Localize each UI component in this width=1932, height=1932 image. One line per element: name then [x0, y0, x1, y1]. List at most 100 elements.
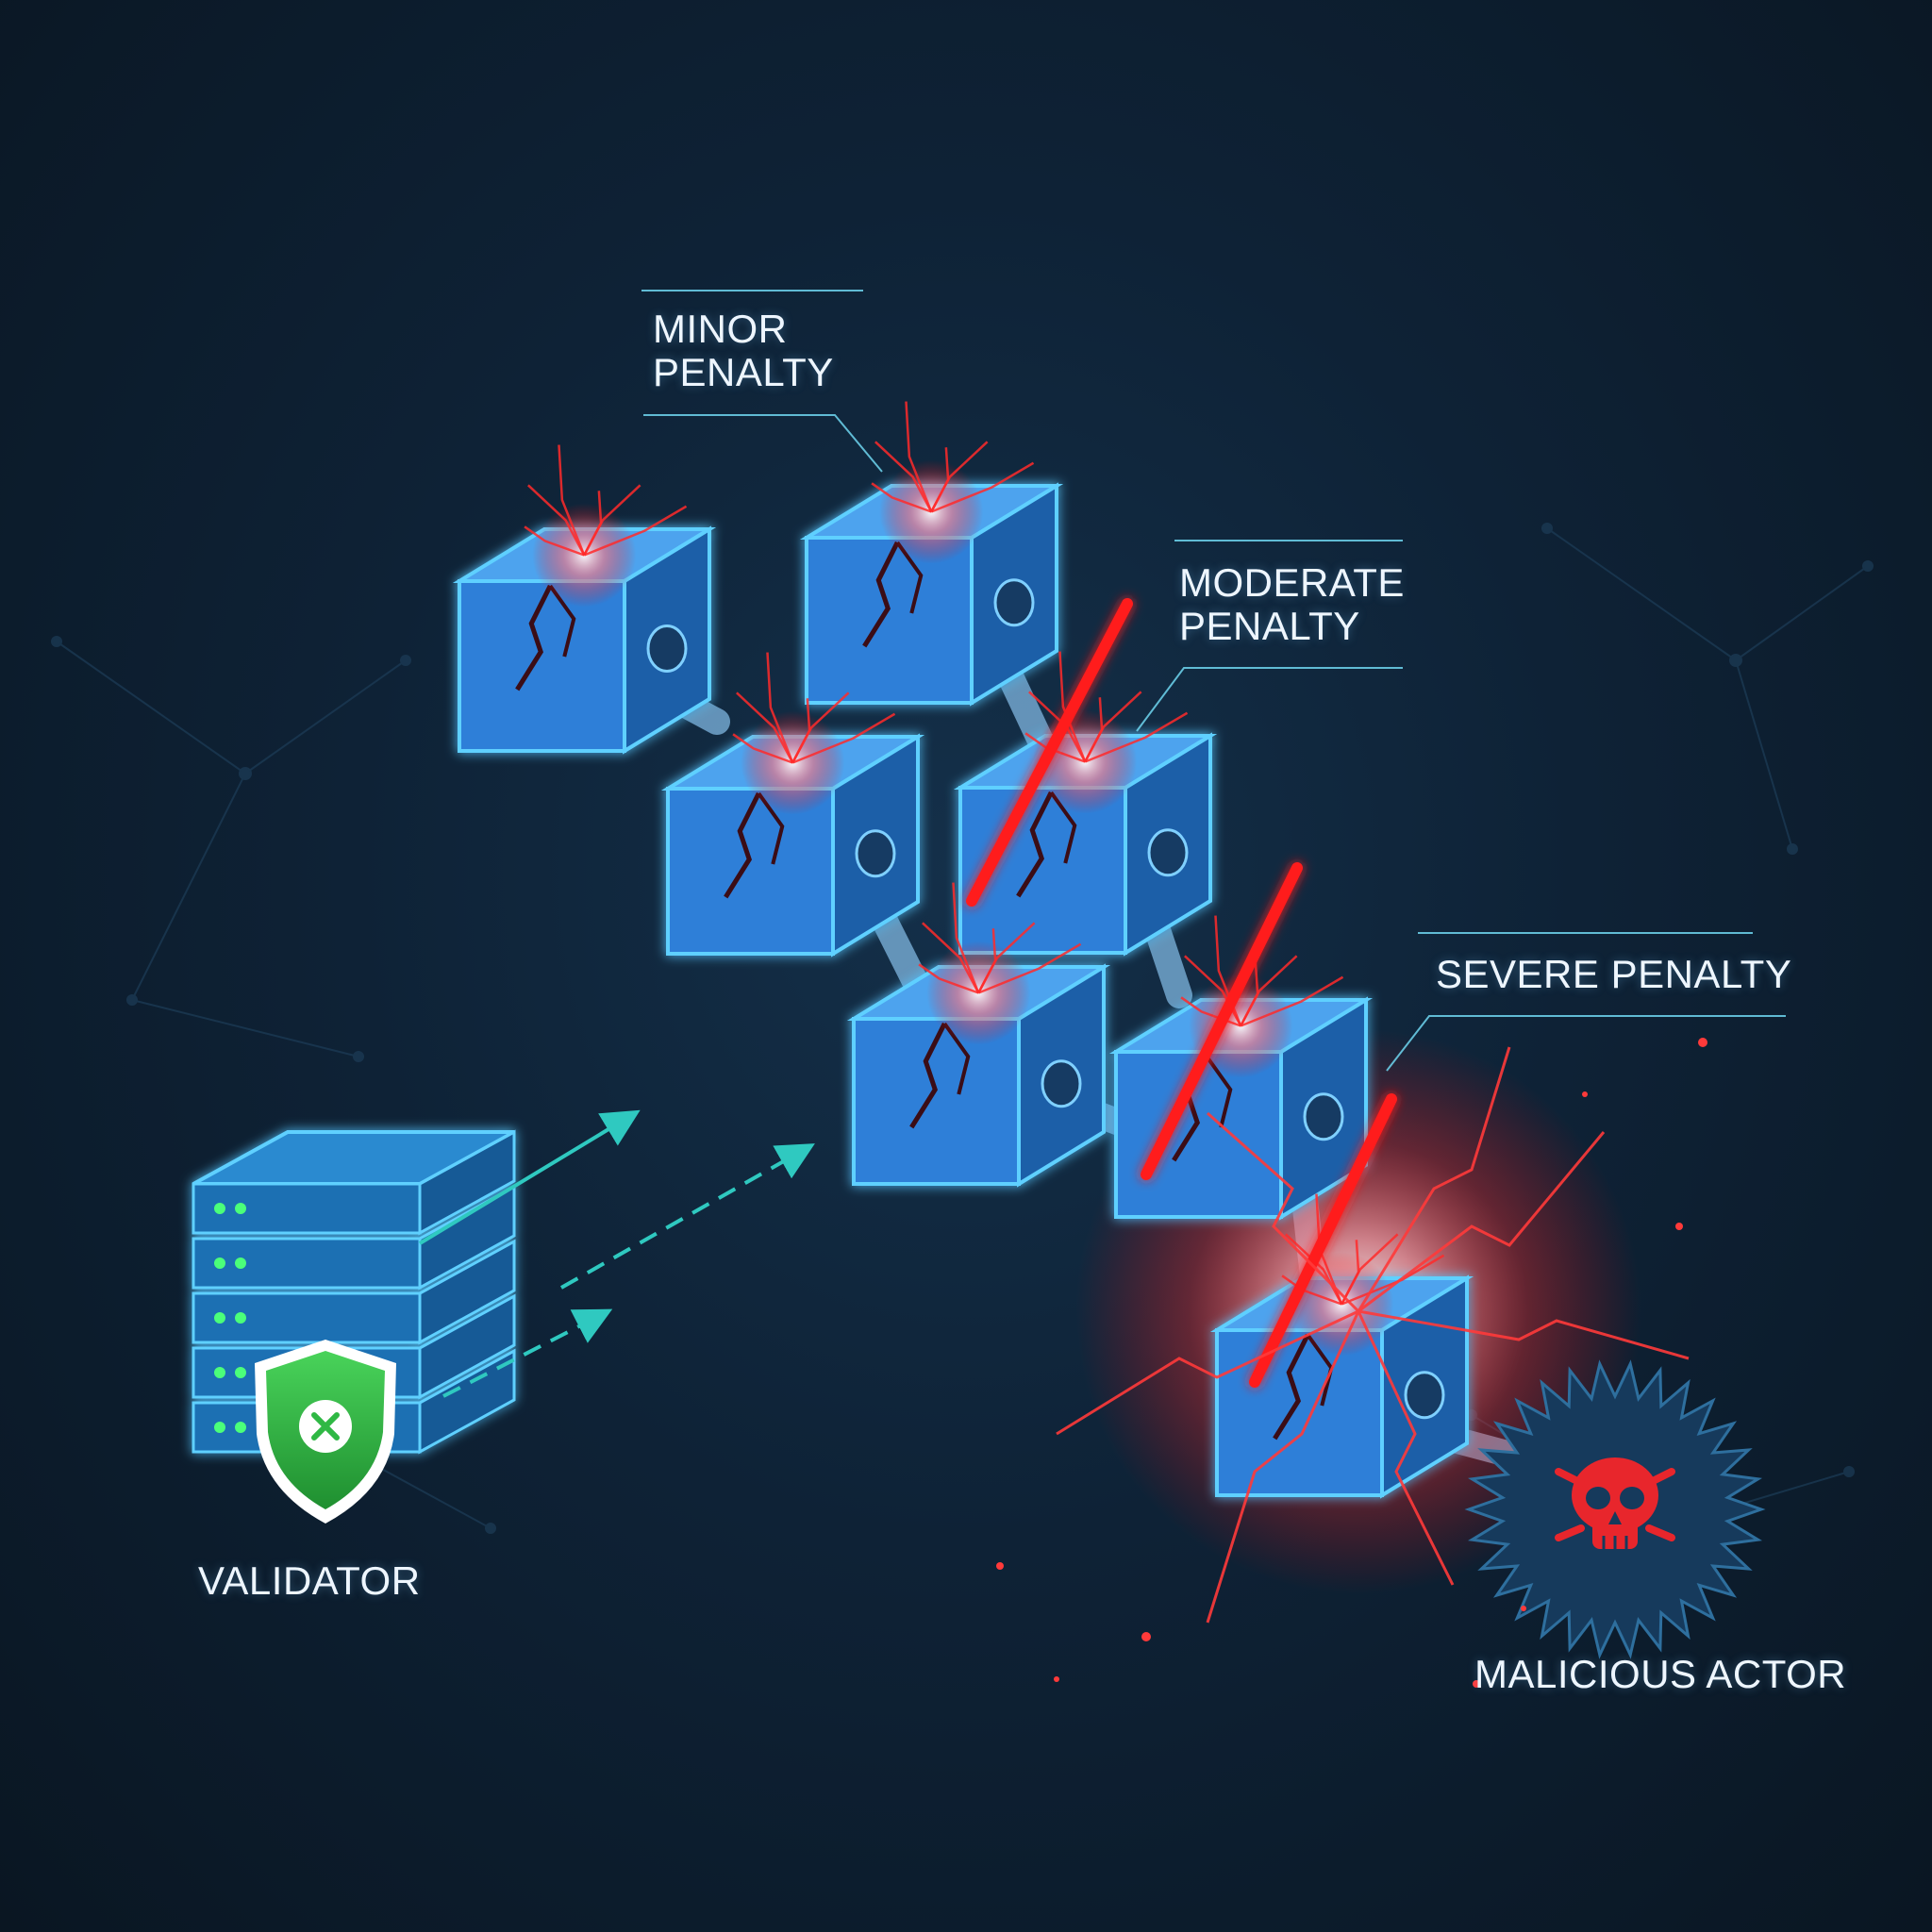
block-1-spark-bolt [558, 444, 586, 556]
minor-penalty-label-line2: PENALTY [653, 350, 834, 394]
block-4-front [958, 786, 1127, 955]
block-7-front [1215, 1328, 1384, 1497]
server-unit [192, 1291, 422, 1344]
server-led [235, 1203, 246, 1214]
block-4-spark-bolt [1084, 691, 1142, 763]
block-4-crack [1016, 791, 1054, 898]
block-5-spark-bolt [977, 922, 1036, 994]
block-5-crack [909, 1022, 947, 1129]
block-5-front [852, 1017, 1021, 1186]
server-unit [192, 1182, 422, 1235]
block-5-spark-bolt [952, 882, 980, 993]
slash-marks [966, 598, 1397, 1388]
block-7 [1209, 1274, 1474, 1499]
block-6-spark-bolt [1184, 955, 1242, 1027]
block-3-spark-bolt [791, 691, 850, 764]
server-unit-side [418, 1293, 516, 1400]
block-4-spark-bolt [1058, 651, 1087, 762]
malicious-actor-badge [1464, 1359, 1766, 1659]
block-6-spark-bolt [1240, 955, 1298, 1027]
slash-moderate [966, 598, 1133, 907]
moderate-penalty-label: MODERATE PENALTY [1179, 561, 1405, 648]
severe-penalty-label-text: SEVERE PENALTY [1436, 952, 1792, 996]
server-unit-side [418, 1239, 516, 1345]
block-3-crack [724, 791, 761, 899]
block-3-port [855, 829, 896, 878]
block-3-spark-bolt [732, 733, 793, 764]
block-1-spark-bolt [583, 505, 688, 557]
block-5-port [1041, 1059, 1082, 1108]
moderate-penalty-label-line1: MODERATE [1179, 560, 1405, 605]
server-unit-side [418, 1348, 516, 1455]
block-2-spark-bolt [930, 441, 989, 513]
block-1-spark-bolt [527, 484, 586, 557]
severe-leader [1386, 1015, 1786, 1072]
block-5-spark-bolt [918, 963, 979, 994]
server-led [214, 1367, 225, 1378]
arrow-solid [418, 1109, 641, 1245]
moderate-penalty-label-line2: PENALTY [1179, 604, 1360, 648]
label-leaders [641, 290, 1786, 1072]
slash-severe-2 [1249, 1093, 1397, 1388]
block-3-front [666, 787, 835, 956]
lightning-icon [1056, 1046, 1690, 1624]
block-1-front [458, 579, 626, 753]
block-2-spark-bolt [930, 461, 1035, 513]
block-2-spark-bolt [874, 441, 933, 513]
validator-label-text: VALIDATOR [198, 1558, 421, 1603]
ember-particles [996, 1038, 1707, 1688]
block-6-port [1303, 1092, 1344, 1141]
server-led [214, 1312, 225, 1324]
block-1-port [646, 625, 688, 673]
block-1-spark-bolt [583, 484, 641, 557]
block-2-spark-bolt [905, 401, 933, 512]
validator-arrows [418, 1109, 815, 1398]
block-7-spark-bolt [1285, 1233, 1343, 1306]
block-3-spark-bolt [736, 691, 794, 764]
block-5 [846, 963, 1111, 1188]
server-led [235, 1312, 246, 1324]
server-led [235, 1257, 246, 1269]
block-3-spark-bolt [791, 712, 896, 764]
blockchain-blocks [452, 482, 1474, 1499]
block-2 [799, 482, 1064, 707]
server-led [235, 1422, 246, 1433]
shield-icon [255, 1340, 396, 1524]
server-led [214, 1257, 225, 1269]
block-2-port [993, 578, 1035, 627]
block-6 [1108, 996, 1374, 1221]
block-5-spark-bolt [922, 922, 980, 994]
block-2-spark-bolt [871, 482, 932, 513]
malicious-actor-label: MALICIOUS ACTOR [1474, 1653, 1846, 1696]
minor-leader [643, 414, 883, 473]
server-led [214, 1422, 225, 1433]
severe-penalty-label: SEVERE PENALTY [1436, 953, 1791, 996]
block-5-spark-bolt [977, 942, 1082, 994]
block-7-crack [1273, 1333, 1310, 1441]
block-3-spark-bolt [766, 652, 794, 763]
skull-icon [1555, 1457, 1675, 1549]
validator-label: VALIDATOR [198, 1559, 421, 1603]
block-4-spark-bolt [1084, 711, 1189, 763]
block-2-front [805, 536, 974, 705]
slash-severe-1 [1141, 862, 1303, 1180]
malicious-actor-label-text: MALICIOUS ACTOR [1474, 1652, 1847, 1696]
block-2-crack [862, 541, 900, 648]
minor-penalty-label-line1: MINOR [653, 307, 788, 351]
block-1 [452, 525, 717, 755]
block-6-spark-bolt [1240, 975, 1344, 1027]
block-7-spark-bolt [1341, 1233, 1399, 1306]
server-unit-side [418, 1129, 516, 1236]
server-led [235, 1367, 246, 1378]
block-7-port [1404, 1371, 1445, 1420]
moderate-leader [1136, 667, 1403, 732]
minor-penalty-label: MINOR PENALTY [653, 308, 834, 394]
block-1-crack [515, 584, 553, 691]
block-1-spark-bolt [524, 525, 585, 557]
server-led [214, 1203, 225, 1214]
server-unit [192, 1237, 422, 1290]
block-4-port [1147, 828, 1189, 877]
arrow-dashed-1 [560, 1143, 815, 1290]
